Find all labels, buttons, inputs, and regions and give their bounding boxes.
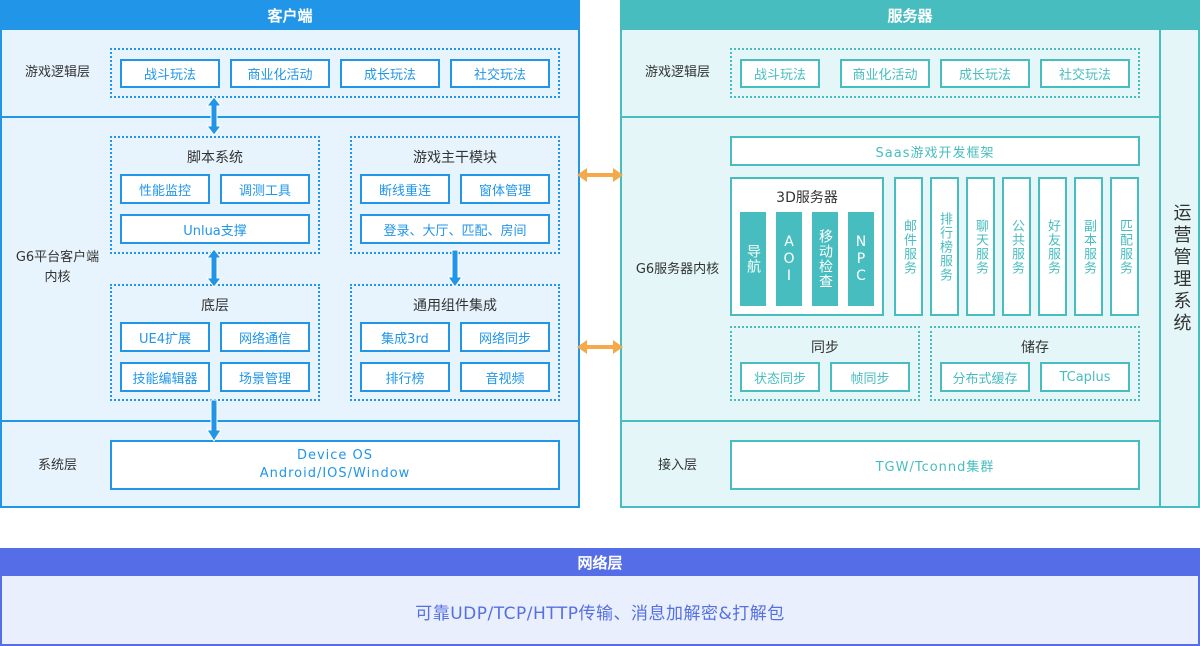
3d-module: 导航 <box>740 212 766 306</box>
os-line: Device OS <box>296 448 374 463</box>
access-cluster-box: TGW/Tconnd集群 <box>730 440 1140 490</box>
logic-item: 战斗玩法 <box>740 59 820 88</box>
3d-server-title: 3D服务器 <box>776 190 838 206</box>
divider <box>620 116 1160 118</box>
module-item: 排行榜 <box>360 362 450 392</box>
module-item: 网络通信 <box>220 322 310 352</box>
module-item: 技能编辑器 <box>120 362 210 392</box>
system-layer-label: 系统层 <box>37 458 77 473</box>
base-layer-title: 底层 <box>201 298 229 314</box>
bidirectional-arrow-icon <box>577 340 623 354</box>
storage-item: 分布式缓存 <box>940 362 1030 392</box>
client-core-label: G6平台客户端内核 <box>15 250 100 285</box>
double-arrow-icon <box>205 96 223 136</box>
logic-item: 社交玩法 <box>1040 59 1130 88</box>
module-item: 调测工具 <box>220 174 310 204</box>
down-arrow-icon <box>206 399 222 442</box>
logic-item: 商业化活动 <box>230 59 330 88</box>
module-item: 断线重连 <box>360 174 450 204</box>
service-box: 排行榜服务 <box>930 177 959 316</box>
module-item: Unlua支撑 <box>120 214 310 244</box>
server-core-label: G6服务器内核 <box>635 262 720 277</box>
ops-system-label: 运营管理系统 <box>1170 203 1192 335</box>
logic-item: 成长玩法 <box>940 59 1030 88</box>
server-header: 服务器 <box>620 0 1200 30</box>
module-item: UE4扩展 <box>120 322 210 352</box>
bidirectional-arrow-icon <box>577 168 623 182</box>
client-logic-label: 游戏逻辑层 <box>24 65 90 80</box>
logic-item: 成长玩法 <box>340 59 440 88</box>
service-box: 邮件服务 <box>894 177 923 316</box>
divider <box>0 420 580 422</box>
divider <box>0 116 580 118</box>
os-line: Android/IOS/Window <box>259 466 411 481</box>
module-item: 登录、大厅、匹配、房间 <box>360 214 550 244</box>
module-item: 窗体管理 <box>460 174 550 204</box>
logic-item: 商业化活动 <box>840 59 930 88</box>
common-components-title: 通用组件集成 <box>413 298 497 314</box>
access-layer-label: 接入层 <box>657 458 697 473</box>
service-box: 聊天服务 <box>966 177 995 316</box>
sync-item: 帧同步 <box>830 362 910 392</box>
network-header: 网络层 <box>0 548 1200 576</box>
sync-group <box>730 326 920 401</box>
network-description: 可靠UDP/TCP/HTTP传输、消息加解密&打解包 <box>415 603 785 624</box>
module-item: 性能监控 <box>120 174 210 204</box>
storage-group <box>930 326 1140 401</box>
down-arrow-icon <box>447 249 463 288</box>
divider <box>620 420 1160 422</box>
logic-item: 战斗玩法 <box>120 59 220 88</box>
module-item: 集成3rd <box>360 322 450 352</box>
3d-module: AOI <box>776 212 802 306</box>
server-logic-group <box>730 48 1140 98</box>
module-item: 网络同步 <box>460 322 550 352</box>
service-box: 匹配服务 <box>1110 177 1139 316</box>
sync-item: 状态同步 <box>740 362 820 392</box>
double-arrow-icon <box>205 248 223 288</box>
storage-title: 储存 <box>1021 340 1049 356</box>
script-system-title: 脚本系统 <box>187 150 243 166</box>
service-box: 副本服务 <box>1074 177 1103 316</box>
divider <box>1159 30 1161 508</box>
module-item: 音视频 <box>460 362 550 392</box>
sync-title: 同步 <box>811 340 839 356</box>
logic-item: 社交玩法 <box>450 59 550 88</box>
game-main-title: 游戏主干模块 <box>413 150 497 166</box>
service-box: 公共服务 <box>1002 177 1031 316</box>
saas-framework-box: Saas游戏开发框架 <box>730 136 1140 166</box>
3d-module: NPC <box>848 212 874 306</box>
server-logic-label: 游戏逻辑层 <box>644 65 710 80</box>
storage-item: TCaplus <box>1040 362 1130 392</box>
client-header: 客户端 <box>0 0 580 30</box>
3d-module: 移动检查 <box>812 212 838 306</box>
module-item: 场景管理 <box>220 362 310 392</box>
client-logic-group <box>110 48 560 98</box>
service-box: 好友服务 <box>1038 177 1067 316</box>
device-os-box: Device OS Android/IOS/Window <box>110 440 560 490</box>
